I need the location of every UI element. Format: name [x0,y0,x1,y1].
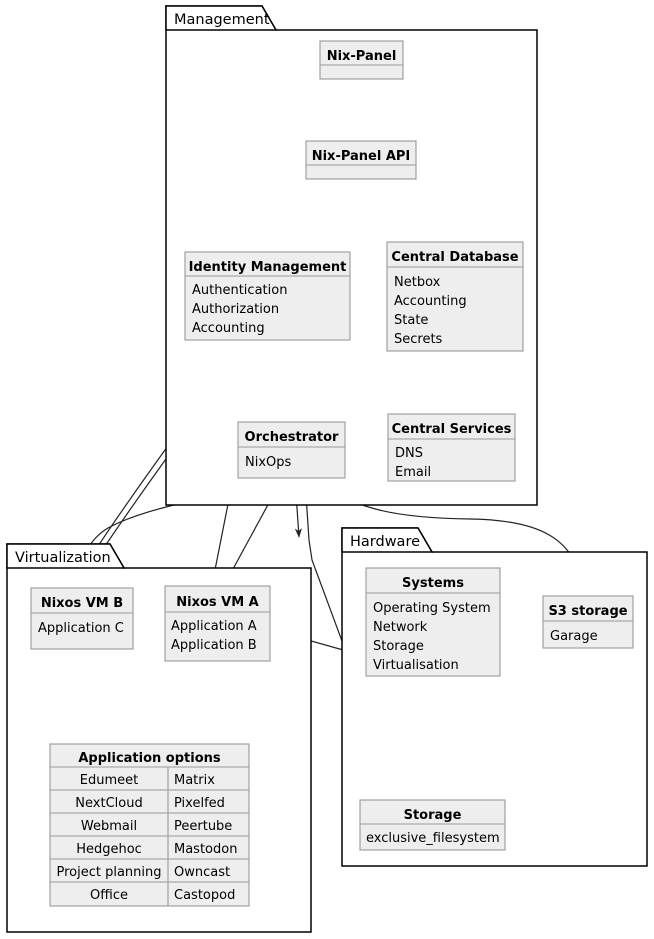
node-central-db-attr-3: Secrets [394,332,443,347]
node-storage-title: Storage [404,808,462,823]
node-nix-panel[interactable]: Nix-Panel [319,40,404,80]
node-orchestrator-title: Orchestrator [245,430,340,445]
node-nix-panel-title: Nix-Panel [327,49,397,64]
app-option-cell: NextCloud [75,796,142,811]
package-virtualization-label: Virtualization [15,550,111,566]
node-storage[interactable]: Storage exclusive_filesystem [359,799,506,851]
package-virtualization-tab [6,543,126,569]
node-identity-attr-2: Accounting [192,321,265,336]
app-option-cell: Office [90,888,128,903]
app-option-cell: Edumeet [80,773,138,788]
app-option-cell: Webmail [81,819,137,834]
app-option-cell: Castopod [174,888,235,903]
app-option-cell: Pixelfed [174,796,225,811]
node-s3-storage-title: S3 storage [548,604,627,619]
node-nixos-vm-a-attr-1: Application B [171,638,257,653]
node-orchestrator[interactable]: Orchestrator NixOps [237,421,346,479]
node-nixos-vm-a-title: Nixos VM A [176,595,259,610]
node-nix-panel-api-title: Nix-Panel API [312,149,411,164]
node-identity-attr-0: Authentication [192,283,287,298]
node-identity-management-title: Identity Management [189,260,347,275]
node-nixos-vm-b[interactable]: Nixos VM B Application C [30,587,134,650]
app-option-cell: Mastodon [174,842,237,857]
node-nix-panel-api[interactable]: Nix-Panel API [305,140,417,180]
node-systems-attr-3: Virtualisation [373,658,459,673]
node-central-db-attr-0: Netbox [394,275,441,290]
package-management-label: Management [174,12,270,28]
node-systems[interactable]: Systems Operating System Network Storage… [365,567,501,677]
node-storage-attr-0: exclusive_filesystem [366,831,500,846]
node-orchestrator-attr-0: NixOps [245,455,292,470]
node-systems-title: Systems [402,576,464,591]
node-central-database[interactable]: Central Database Netbox Accounting State… [386,241,524,352]
node-s3-storage[interactable]: S3 storage Garage [542,595,634,649]
node-central-database-title: Central Database [391,250,518,265]
application-options-title: Application options [78,751,221,766]
app-option-cell: Matrix [174,773,215,788]
node-nixos-vm-a-attr-0: Application A [171,619,257,634]
package-management-tab [165,5,278,31]
node-nixos-vm-a[interactable]: Nixos VM A Application A Application B [164,585,271,662]
node-s3-storage-attr-0: Garage [550,629,598,644]
node-nixos-vm-b-attr-0: Application C [38,621,124,636]
node-central-services-title: Central Services [392,422,512,437]
node-central-db-attr-1: Accounting [394,294,467,309]
node-identity-management[interactable]: Identity Management Authentication Autho… [184,251,351,341]
app-option-cell: Project planning [56,865,161,880]
node-systems-attr-0: Operating System [373,601,491,616]
node-systems-attr-2: Storage [373,639,424,654]
app-option-cell: Hedgehoc [76,842,142,857]
package-hardware-tab [341,527,434,553]
node-systems-attr-1: Network [373,620,428,635]
node-central-services[interactable]: Central Services DNS Email [387,413,516,482]
node-central-services-attr-1: Email [395,465,431,480]
app-option-cell: Owncast [174,865,230,880]
node-identity-attr-1: Authorization [192,302,279,317]
node-nixos-vm-b-title: Nixos VM B [41,596,123,611]
node-central-services-attr-0: DNS [395,446,423,461]
package-hardware-label: Hardware [350,534,420,550]
app-option-cell: Peertube [174,819,232,834]
node-application-options[interactable]: Application options Edumeet Matrix NextC… [49,743,250,907]
node-central-db-attr-2: State [394,313,428,328]
